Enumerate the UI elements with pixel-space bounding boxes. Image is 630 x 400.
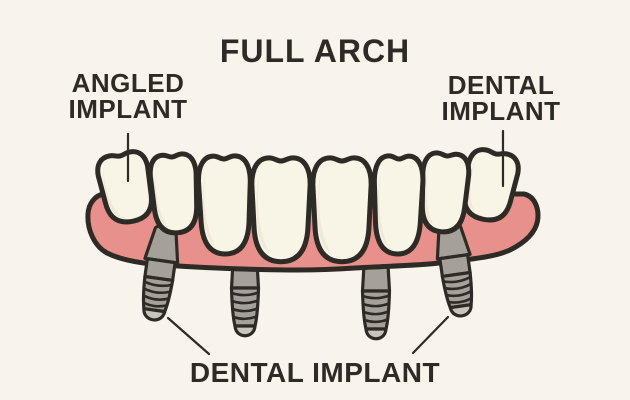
leader-line-dental-implant-bottom-right xyxy=(411,315,450,355)
implant-straight-right xyxy=(360,263,392,341)
diagram-title: FULL ARCH xyxy=(219,33,411,69)
implant-straight-left xyxy=(229,260,261,338)
label-angled-implant-line1: ANGLED xyxy=(71,68,185,98)
tooth-7 xyxy=(419,152,470,233)
tooth-5 xyxy=(313,158,371,262)
tooth-3 xyxy=(198,156,252,255)
label-dental-implant-bottom: DENTAL IMPLANT xyxy=(189,357,441,388)
label-angled-implant-line2: IMPLANT xyxy=(68,94,188,124)
leader-line-dental-implant-bottom-left xyxy=(166,316,211,356)
label-angled-implant: ANGLED IMPLANT xyxy=(40,70,216,122)
label-dental-implant-top: DENTAL IMPLANT xyxy=(413,72,589,124)
tooth-2 xyxy=(149,153,200,234)
tooth-4 xyxy=(252,158,310,262)
label-dental-implant-top-line1: DENTAL xyxy=(447,70,555,100)
tooth-6 xyxy=(373,156,423,255)
label-dental-implant-top-line2: IMPLANT xyxy=(441,96,561,126)
